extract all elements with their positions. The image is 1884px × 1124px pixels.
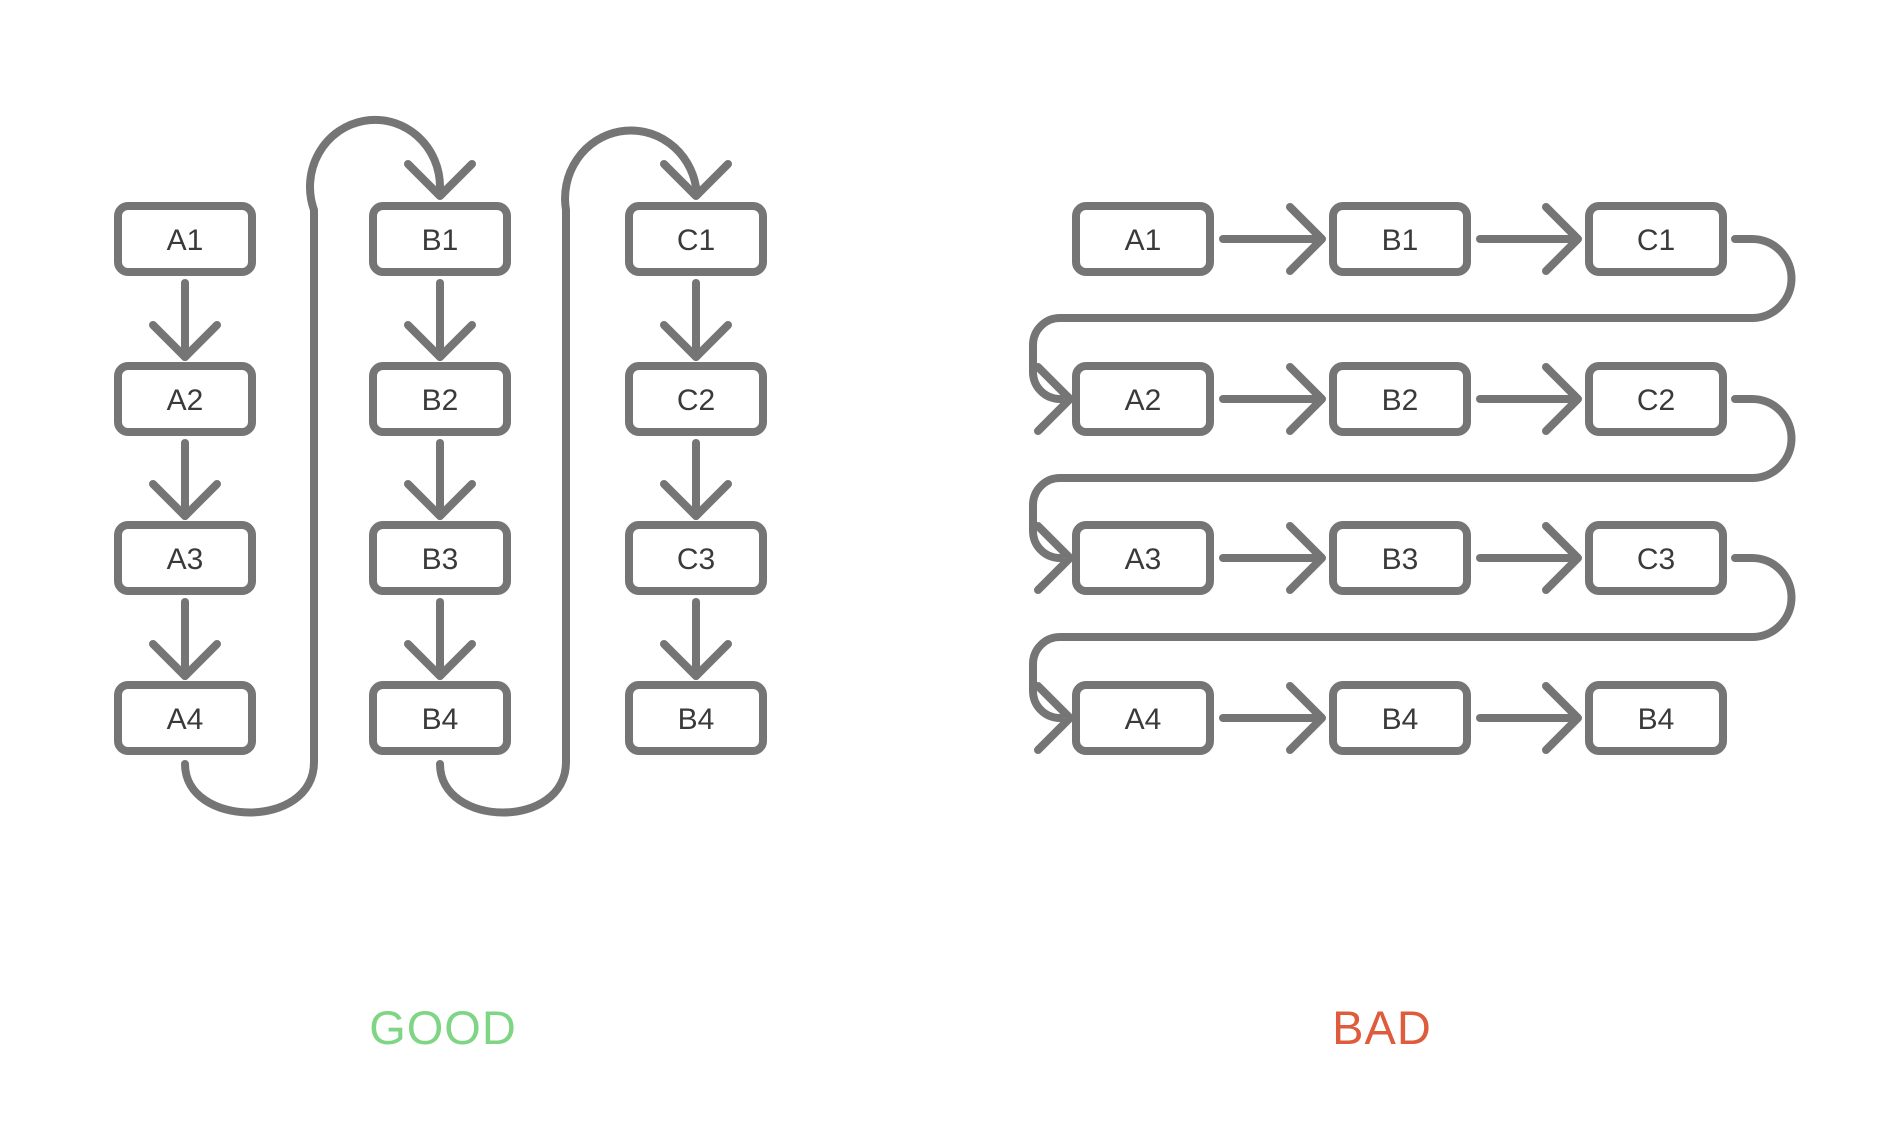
good-box-C3-c2r2 [625, 521, 767, 595]
bad-box-C1-r0c2 [1585, 202, 1727, 276]
good-box-C2-c2r1-label: C2 [677, 384, 715, 417]
good-box-A3-c0r2 [114, 521, 256, 595]
good-box-B3-c1r2 [369, 521, 511, 595]
bad-right-arrow-head [1286, 363, 1326, 435]
bad-wrap-arrow-head-1 [1034, 522, 1074, 594]
bad-box-B2-r1c1-label: B2 [1382, 384, 1419, 417]
bad-caption: BAD [1332, 1001, 1432, 1054]
bad-box-B1-r0c1-label: B1 [1382, 224, 1419, 257]
good-down-arrow-head [404, 480, 476, 520]
bad-box-A3-r2c0 [1072, 521, 1214, 595]
bad-right-arrow-head [1542, 203, 1582, 275]
good-wrap-connector-0 [181, 115, 445, 817]
good-box-B1-c1r0-label: B1 [422, 224, 459, 257]
bad-box-B4-r3c2-label: B4 [1638, 703, 1675, 736]
bad-wrap-connector-2 [1029, 554, 1796, 722]
good-box-B2-c1r1 [369, 362, 511, 436]
bad-right-arrow-head [1286, 682, 1326, 754]
bad-right-arrow-head [1286, 522, 1326, 594]
bad-box-B4-r3c1 [1329, 681, 1471, 755]
good-box-A2-c0r1-label: A2 [167, 384, 204, 417]
good-down-arrow-head [660, 480, 732, 520]
good-box-B1-c1r0 [369, 202, 511, 276]
bad-box-C2-r1c2-label: C2 [1637, 384, 1675, 417]
bad-right-arrow-head [1542, 363, 1582, 435]
good-box-A1-c0r0-label: A1 [167, 224, 204, 257]
good-box-C3-c2r2-label: C3 [677, 543, 715, 576]
bad-right-arrow-head [1542, 682, 1582, 754]
good-box-B2-c1r1-label: B2 [422, 384, 459, 417]
bad-box-B4-r3c1-label: B4 [1382, 703, 1419, 736]
good-box-B4-c2r3 [625, 681, 767, 755]
good-caption: GOOD [369, 1001, 517, 1054]
good-box-A4-c0r3-label: A4 [167, 703, 204, 736]
bad-box-A4-r3c0 [1072, 681, 1214, 755]
bad-box-C3-r2c2-label: C3 [1637, 543, 1675, 576]
good-box-B3-c1r2-label: B3 [422, 543, 459, 576]
good-box-C1-c2r0-label: C1 [677, 224, 715, 257]
good-down-arrow-head [404, 321, 476, 361]
bad-box-A2-r1c0-label: A2 [1125, 384, 1162, 417]
bad-box-A1-r0c0-label: A1 [1125, 224, 1162, 257]
bad-wrap-arrow-head-2 [1034, 682, 1074, 754]
good-box-A3-c0r2-label: A3 [167, 543, 204, 576]
bad-wrap-connector-0 [1029, 235, 1796, 403]
bad-box-B4-r3c2 [1585, 681, 1727, 755]
bad-box-C3-r2c2 [1585, 521, 1727, 595]
bad-wrap-connector-1 [1029, 395, 1796, 562]
bad-right-arrow-head [1542, 522, 1582, 594]
good-box-A2-c0r1 [114, 362, 256, 436]
bad-wrap-arrow-head-0 [1034, 363, 1074, 435]
good-down-arrow-head [660, 640, 732, 680]
good-box-C2-c2r1 [625, 362, 767, 436]
good-down-arrow-head [404, 640, 476, 680]
bad-box-B3-r2c1-label: B3 [1382, 543, 1419, 576]
bad-box-C1-r0c2-label: C1 [1637, 224, 1675, 257]
good-box-B4-c1r3-label: B4 [422, 703, 459, 736]
good-box-B4-c2r3-label: B4 [678, 703, 715, 736]
bad-box-A4-r3c0-label: A4 [1125, 703, 1162, 736]
good-box-B4-c1r3 [369, 681, 511, 755]
bad-box-A3-r2c0-label: A3 [1125, 543, 1162, 576]
bad-box-B3-r2c1 [1329, 521, 1471, 595]
good-down-arrow-head [660, 321, 732, 361]
good-down-arrow-head [149, 640, 221, 680]
good-down-arrow-head [149, 321, 221, 361]
good-box-A4-c0r3 [114, 681, 256, 755]
good-wrap-arrow-head-0 [404, 160, 476, 200]
good-box-C1-c2r0 [625, 202, 767, 276]
good-wrap-connector-1 [436, 126, 700, 817]
bad-right-arrow-head [1286, 203, 1326, 275]
bad-box-B1-r0c1 [1329, 202, 1471, 276]
bad-box-C2-r1c2 [1585, 362, 1727, 436]
bad-box-A1-r0c0 [1072, 202, 1214, 276]
bad-box-A2-r1c0 [1072, 362, 1214, 436]
good-box-A1-c0r0 [114, 202, 256, 276]
good-down-arrow-head [149, 480, 221, 520]
good-wrap-arrow-head-1 [660, 160, 732, 200]
bad-box-B2-r1c1 [1329, 362, 1471, 436]
